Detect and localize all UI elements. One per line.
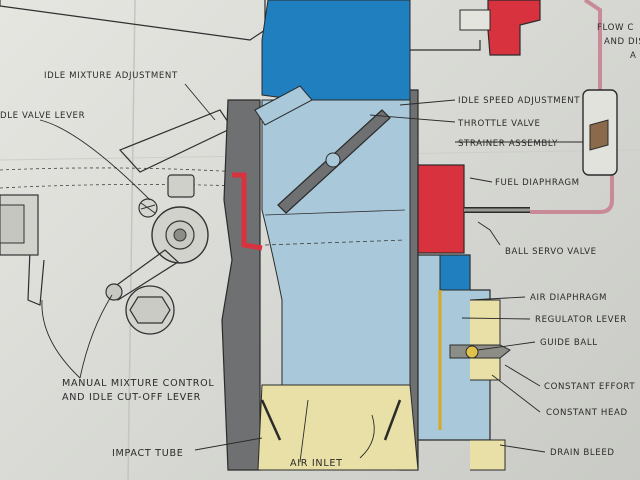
label-ball-servo-valve: BALL SERVO VALVE bbox=[505, 247, 597, 257]
fuel-line bbox=[530, 0, 618, 214]
label-a-fragment: A bbox=[630, 51, 636, 61]
label-idle-valve-lever: DLE VALVE LEVER bbox=[0, 111, 85, 121]
label-flow-control: FLOW C bbox=[597, 23, 634, 33]
paper-fold bbox=[127, 0, 136, 480]
regulator-assembly bbox=[417, 164, 530, 471]
label-regulator-lever: REGULATOR LEVER bbox=[535, 315, 627, 325]
leader-lines bbox=[39, 83, 583, 463]
label-manual-mixture-control: MANUAL MIXTURE CONTROL bbox=[62, 378, 214, 389]
label-guide-ball: GUIDE BALL bbox=[540, 338, 598, 348]
label-idle-cutoff-lever: AND IDLE CUT-OFF LEVER bbox=[62, 392, 201, 403]
throttle-valve-plate bbox=[254, 85, 391, 214]
idle-fuel-passage bbox=[232, 172, 263, 251]
label-idle-speed-adjustment: IDLE SPEED ADJUSTMENT bbox=[458, 96, 580, 106]
label-constant-head: CONSTANT HEAD bbox=[546, 408, 628, 418]
idle-linkage bbox=[0, 109, 241, 335]
label-constant-effort: CONSTANT EFFORT bbox=[544, 382, 635, 392]
label-throttle-valve: THROTTLE VALVE bbox=[457, 119, 541, 129]
upper-throat-air bbox=[261, 0, 411, 106]
label-idle-mixture-adjustment: IDLE MIXTURE ADJUSTMENT bbox=[44, 71, 178, 81]
label-and-dis: AND DIS bbox=[604, 37, 640, 47]
label-strainer-assembly: STRAINER ASSEMBLY bbox=[458, 139, 558, 149]
inlet-air-region bbox=[257, 384, 419, 471]
label-air-diaphragm: AIR DIAPHRAGM bbox=[530, 293, 607, 303]
impact-tubes bbox=[260, 399, 402, 441]
fuel-chamber bbox=[417, 164, 465, 254]
label-drain-bleed: DRAIN BLEED bbox=[550, 448, 615, 458]
label-air-inlet: AIR INLET bbox=[290, 458, 343, 469]
label-impact-tube: IMPACT TUBE bbox=[112, 448, 184, 459]
upper-body-outline bbox=[0, 0, 266, 41]
flow-control-valve bbox=[410, 0, 541, 56]
label-fuel-diaphragm: FUEL DIAPHRAGM bbox=[495, 178, 580, 188]
